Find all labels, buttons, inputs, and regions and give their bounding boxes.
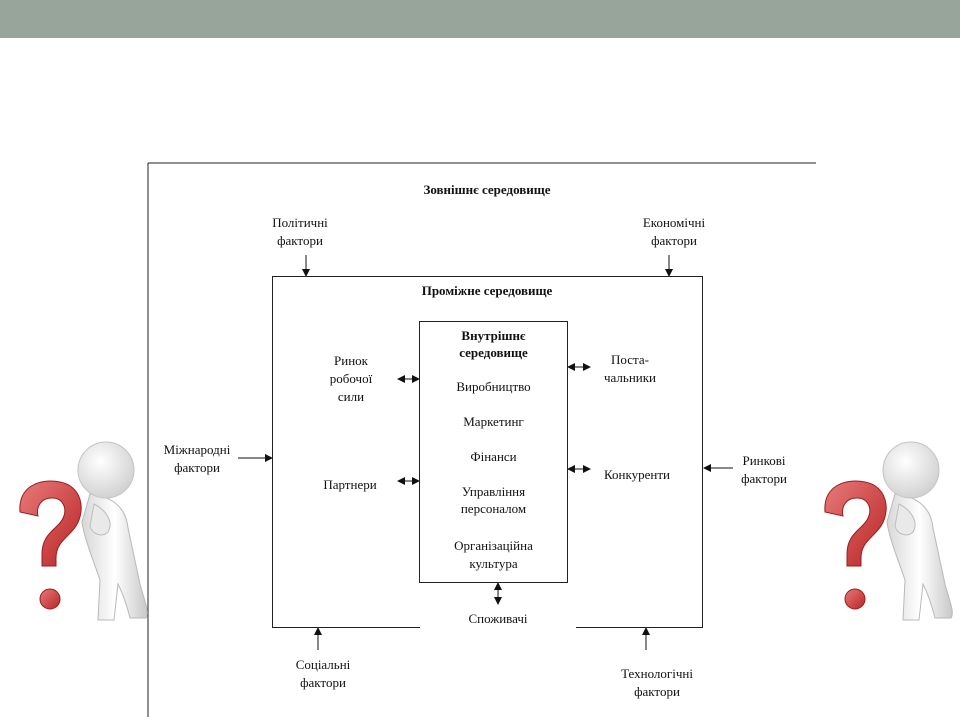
slide-top-bar: [0, 0, 960, 38]
internal-environment-title: Внутрішнє середовище: [459, 328, 528, 360]
internal-environment-box: [419, 321, 568, 583]
factor-economic: Економічні фактори: [642, 215, 706, 248]
factor-labor-market: Ринок робочої сили: [329, 353, 373, 404]
inner-item-production: Виробництво: [456, 379, 531, 394]
factor-competitors: Конкуренти: [604, 467, 670, 482]
factor-political: Політичні фактори: [272, 215, 328, 248]
inner-item-marketing: Маркетинг: [463, 414, 524, 429]
inner-item-culture: Організаційна культура: [454, 538, 533, 571]
factor-consumers: Споживачі: [420, 610, 576, 628]
factor-suppliers: Поста- чальники: [603, 352, 657, 385]
inner-item-hr: Управління персоналом: [460, 484, 527, 516]
factor-international: Міжнародні фактори: [163, 442, 231, 475]
factor-social: Соціальні фактори: [295, 657, 351, 690]
thinking-person-right-icon: [824, 441, 953, 621]
factor-partners: Партнери: [323, 477, 377, 492]
factor-market: Ринкові фактори: [741, 453, 787, 486]
thinking-person-left-icon: [19, 441, 148, 621]
inner-item-finance: Фінанси: [470, 449, 517, 464]
intermediate-environment-title: Проміжне середовище: [421, 283, 553, 298]
outer-environment-title: Зовнішнє середовище: [423, 182, 551, 197]
factor-technological: Технологічні фактори: [621, 666, 693, 699]
